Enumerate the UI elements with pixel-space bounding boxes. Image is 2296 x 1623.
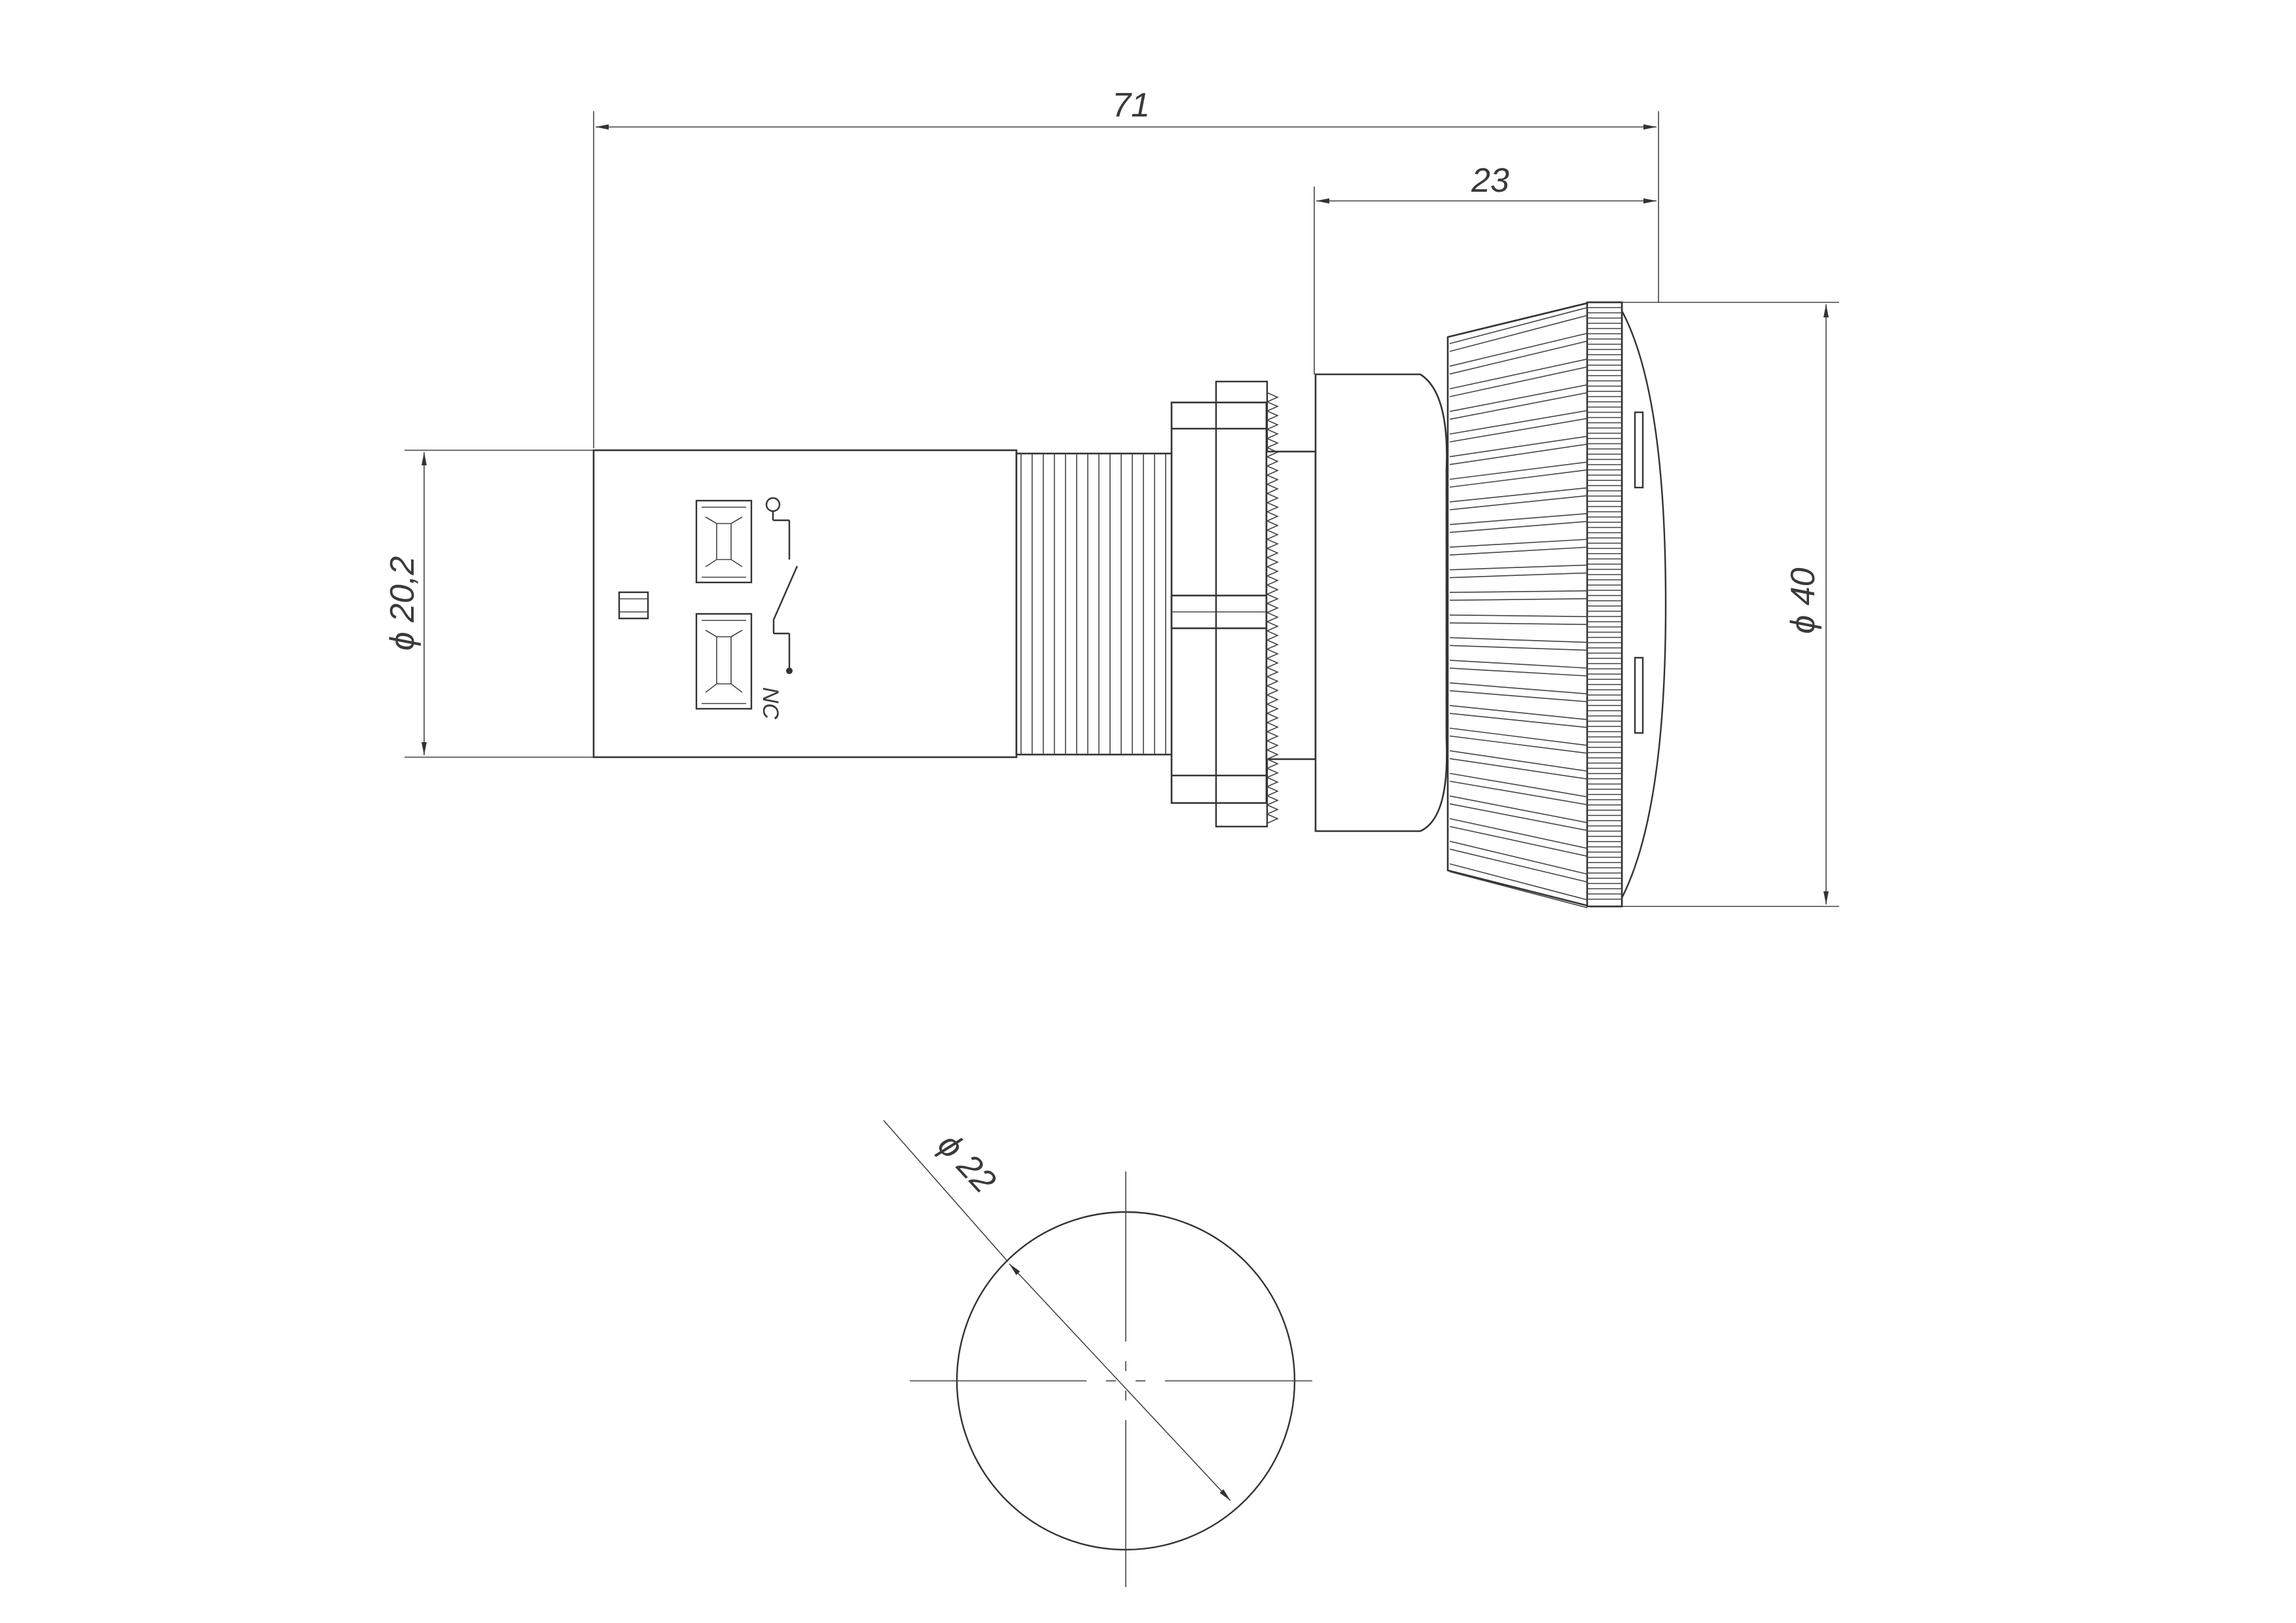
mounting-collar xyxy=(1170,380,1317,828)
dimension-body-diameter: ϕ 20,2 xyxy=(384,450,593,758)
terminal-lower xyxy=(695,613,753,710)
dimension-head-diameter: ϕ 40 xyxy=(1610,302,1839,907)
dimension-40-label: ϕ 40 xyxy=(1784,567,1822,633)
panel-cutout: ϕ 22 xyxy=(883,1120,1312,1587)
mushroom-head xyxy=(1446,301,1667,908)
terminal-upper xyxy=(695,499,753,584)
nc-contact-symbol: NC xyxy=(758,497,798,720)
dimension-head-length: 23 xyxy=(1314,162,1657,374)
dimension-23-label: 23 xyxy=(1471,162,1509,200)
dimension-overall-length: 71 xyxy=(593,86,1659,448)
dimension-20-2-label: ϕ 20,2 xyxy=(384,556,422,651)
button-neck xyxy=(1314,373,1448,832)
contact-block-body: NC xyxy=(592,449,1018,758)
body-marker xyxy=(618,591,649,620)
dimension-22-label: ϕ 22 xyxy=(930,1126,1003,1201)
nc-label: NC xyxy=(758,687,783,720)
dimension-71-label: 71 xyxy=(1112,86,1150,124)
threaded-bushing xyxy=(1015,452,1181,756)
